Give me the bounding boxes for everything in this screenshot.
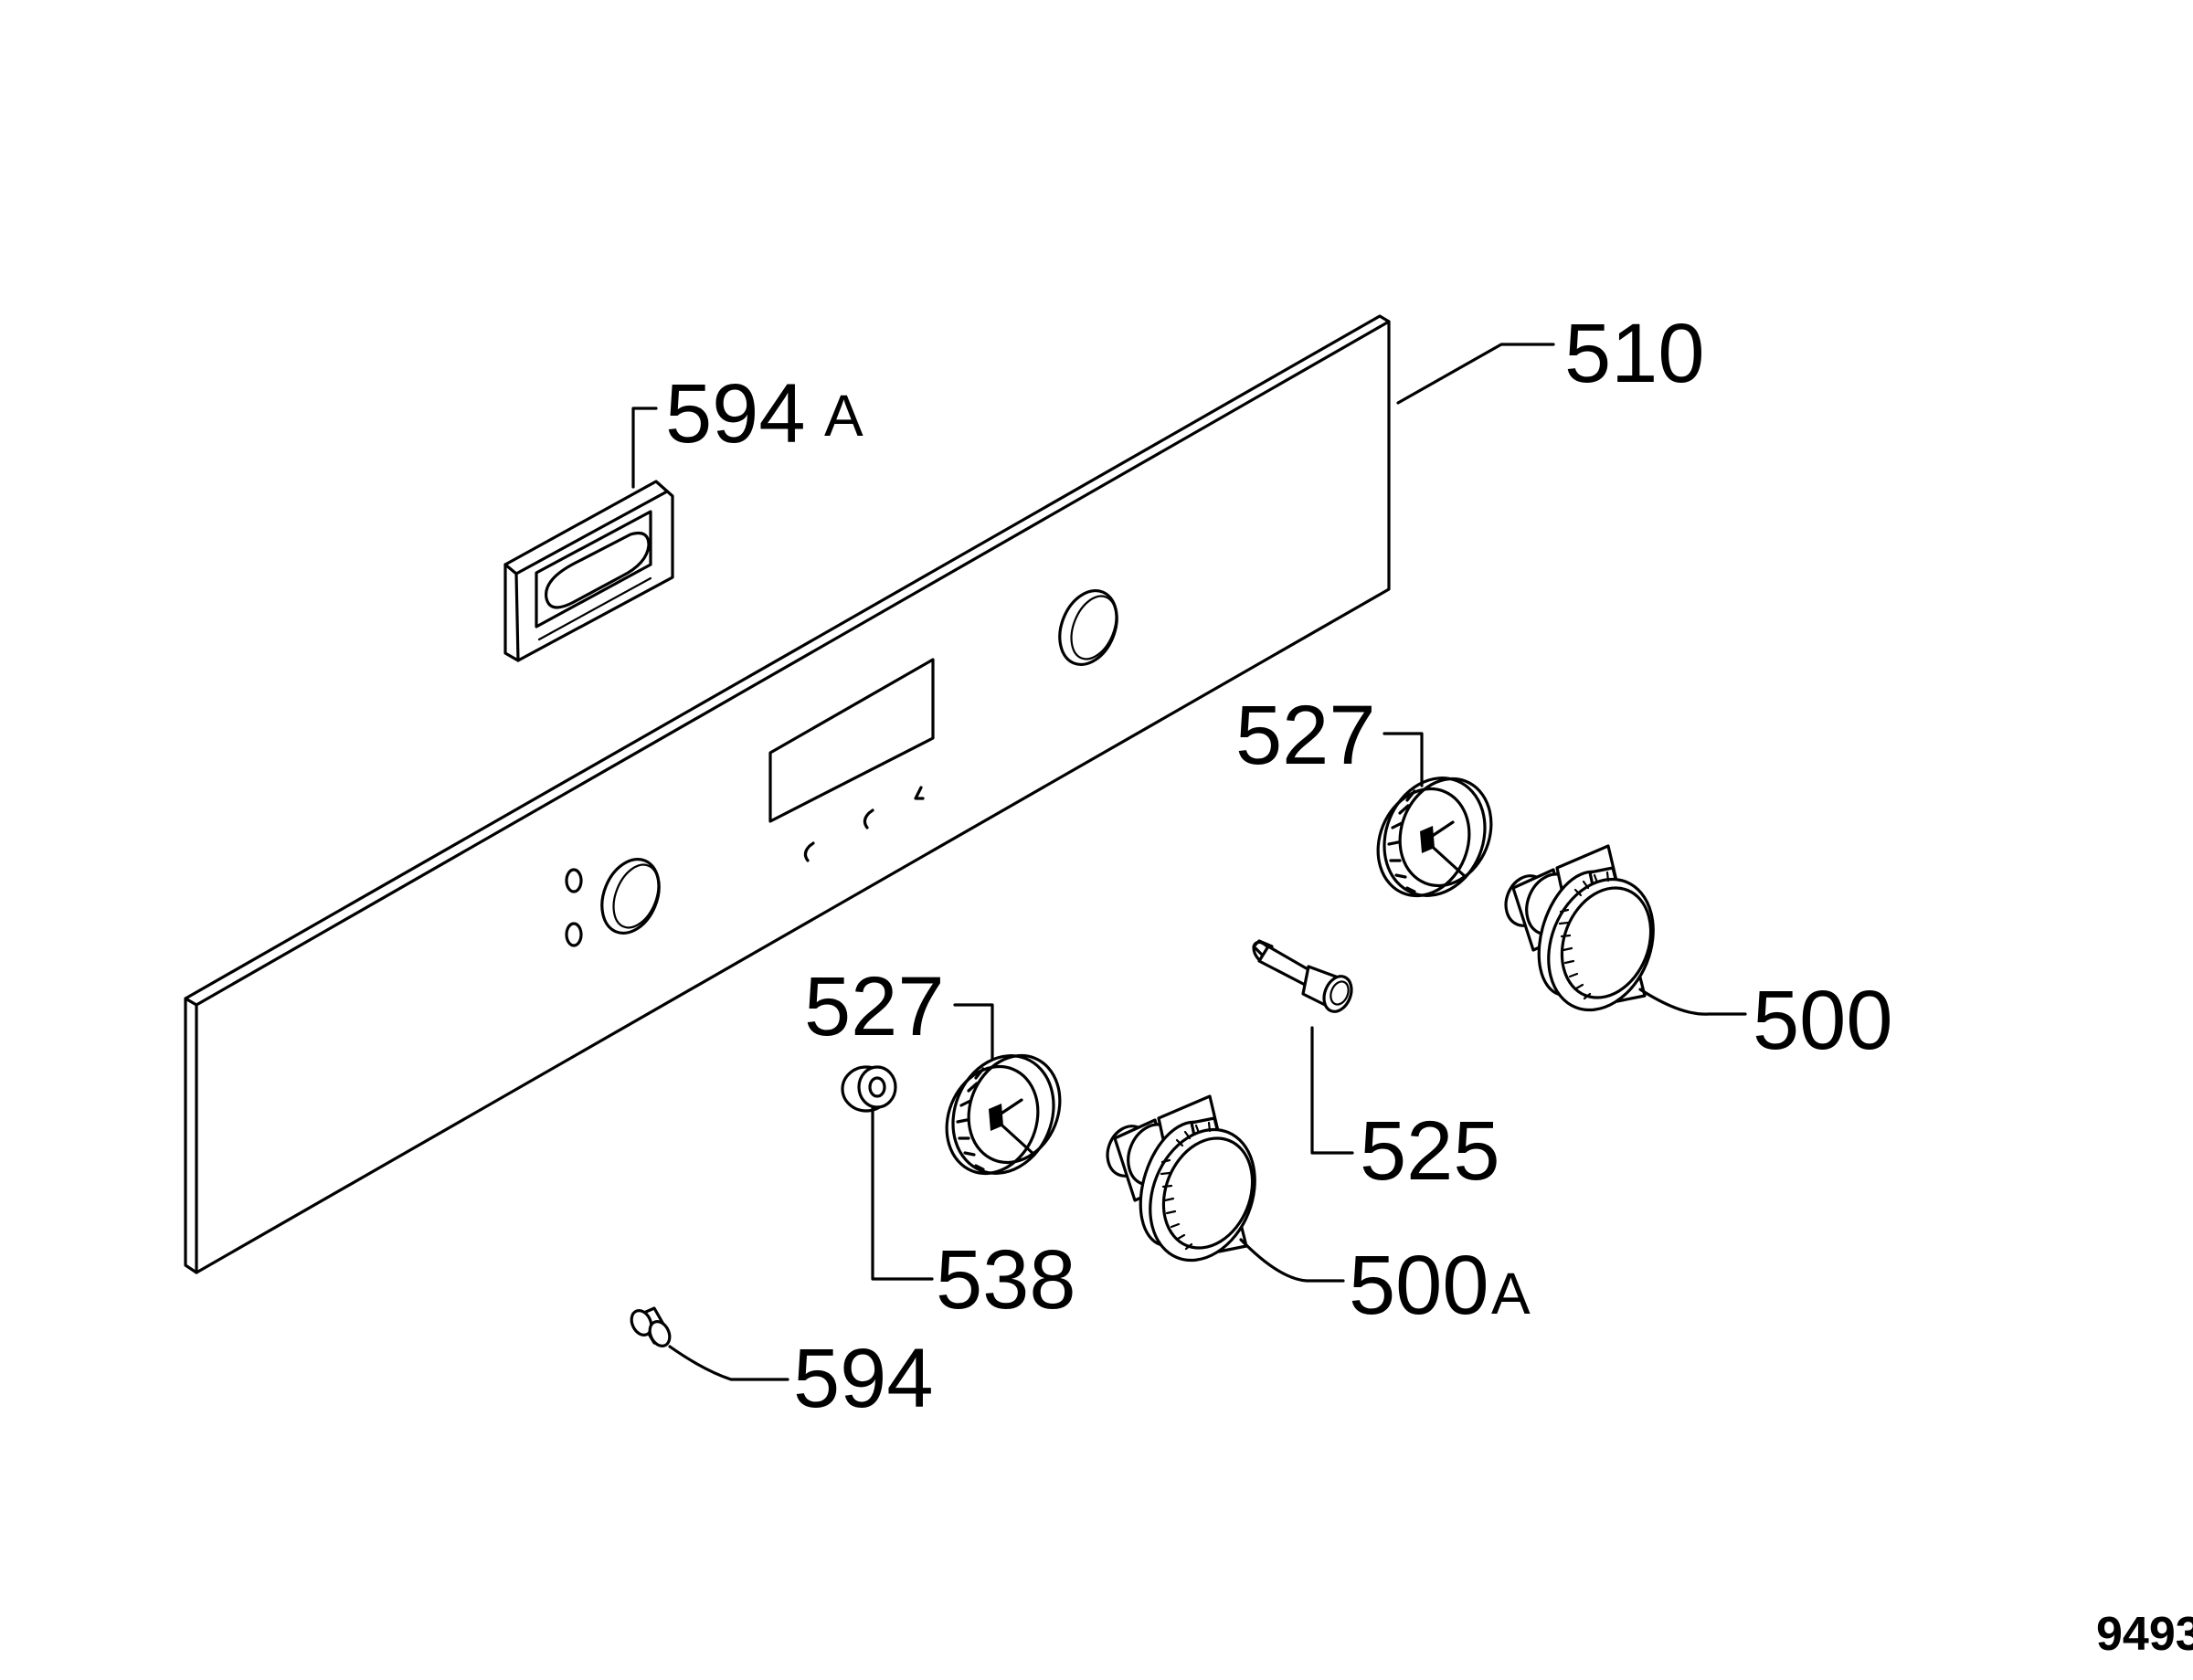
leader-line-527-lower	[953, 1003, 994, 1062]
leader-line-594a	[631, 407, 658, 489]
knob-500	[1504, 844, 1655, 1012]
label-527-lower: 527	[804, 960, 945, 1053]
label-527-upper: 527	[1235, 689, 1376, 782]
leader-line-510	[1396, 343, 1555, 405]
bush-538	[841, 1065, 897, 1113]
document-number: 9493019114	[2096, 1608, 2193, 1661]
label-500a: 500	[1349, 1239, 1489, 1332]
label-500: 500	[1753, 974, 1893, 1067]
label-538: 538	[936, 1233, 1076, 1326]
knob-500a	[1106, 1094, 1256, 1263]
label-500a-suffix: A	[1491, 1261, 1531, 1326]
leader-line-500a	[1239, 1238, 1345, 1283]
lamp-594	[630, 1306, 672, 1347]
leader-line-527-upper	[1383, 732, 1424, 787]
knob-ring-527-upper	[1376, 777, 1493, 898]
label-510: 510	[1564, 307, 1705, 400]
leader-line-525	[1310, 1026, 1354, 1155]
leader-line-500	[1638, 988, 1747, 1016]
label-525: 525	[1360, 1104, 1500, 1198]
label-594: 594	[793, 1332, 934, 1425]
knob-ring-527-lower	[945, 1053, 1062, 1176]
label-594a: 594	[665, 367, 806, 460]
spindle-525	[1252, 939, 1353, 1013]
control-panel-510	[184, 314, 1391, 1274]
bracket-594a	[503, 480, 674, 662]
leader-line-538	[871, 1106, 934, 1281]
label-594a-suffix: A	[824, 383, 863, 449]
leader-line-594	[668, 1345, 789, 1381]
